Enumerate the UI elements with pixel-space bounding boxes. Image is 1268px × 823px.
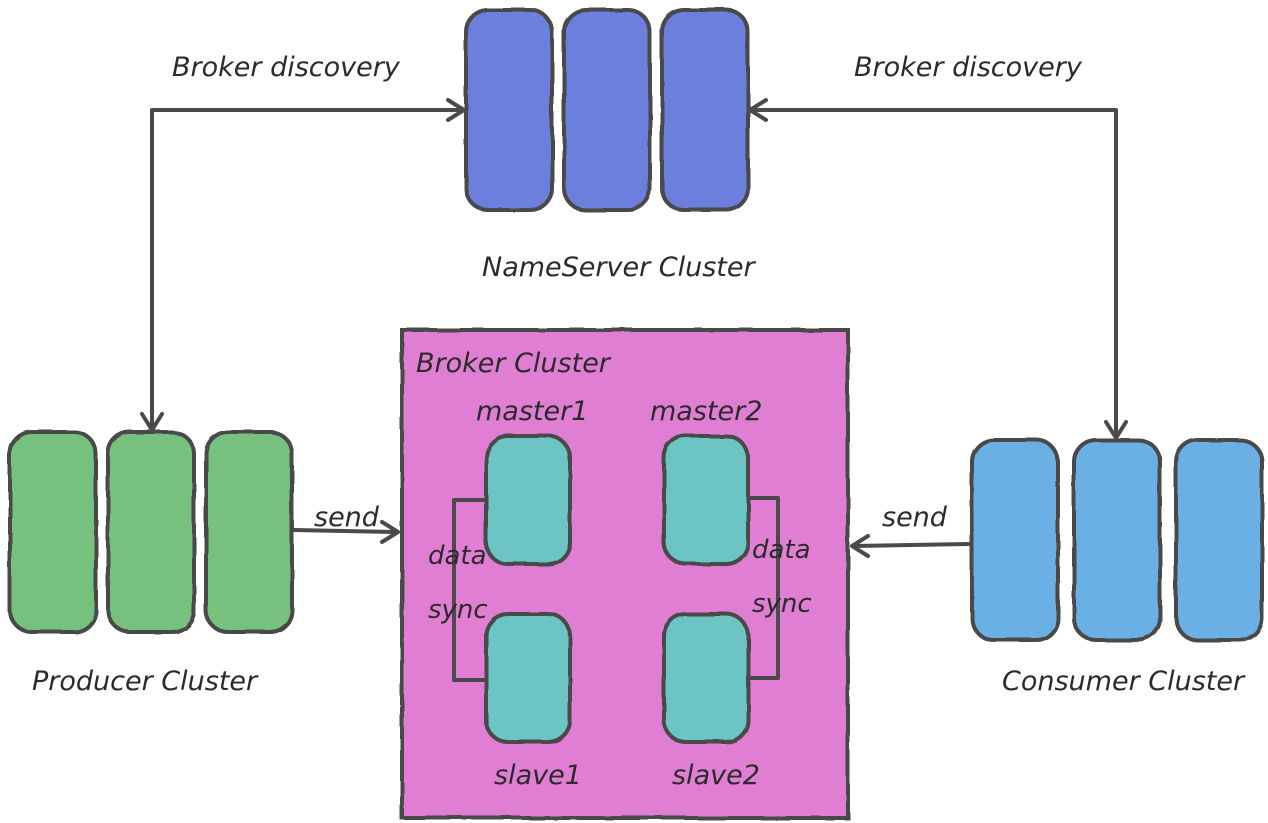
discovery-arrowhead-right-top [748,98,768,122]
broker-cluster-label: Broker Cluster [416,348,612,379]
discovery-edge-left [150,108,464,430]
data-label-left: data [428,541,487,571]
slave1-label: slave1 [494,760,582,791]
send-arrowhead-right [850,534,870,558]
nameserver-cluster [464,8,750,212]
consumer-cluster [970,438,1264,642]
nameserver-node-2 [562,8,652,212]
discovery-arrowhead-left-bottom [140,412,164,432]
discovery-edge-right [750,108,1118,438]
discovery-label-left: Broker discovery [172,52,401,83]
producer-node-2 [106,430,196,634]
broker-nodes [484,434,750,744]
discovery-label-right: Broker discovery [854,52,1083,83]
send-edge-left [292,528,398,534]
send-label-right: send [882,502,948,533]
discovery-arrowhead-right-bottom [1104,420,1128,440]
nameserver-cluster-label: NameServer Cluster [482,252,757,283]
data-label-right: data [752,535,811,565]
discovery-arrowhead-left-top [446,98,466,122]
slave1-node [484,612,572,744]
producer-node-1 [8,430,98,634]
sync-label-right: sync [752,589,812,619]
send-label-left: send [314,502,380,533]
send-arrowhead-left [380,520,400,544]
slave2-node [662,612,750,744]
producer-cluster [8,430,294,634]
nameserver-node-3 [660,8,750,212]
slave2-label: slave2 [672,760,760,791]
broker-cluster-box [400,328,850,820]
sync-line-left [452,498,490,682]
nameserver-node-1 [464,8,554,212]
master1-node [484,434,572,566]
producer-node-3 [204,430,294,634]
consumer-cluster-label: Consumer Cluster [1002,666,1246,697]
consumer-node-3 [1174,438,1264,642]
master2-label: master2 [650,396,762,427]
consumer-node-2 [1072,438,1162,642]
consumer-node-1 [970,438,1060,642]
send-edge-right [852,542,970,548]
producer-cluster-label: Producer Cluster [32,666,259,697]
sync-line-right [744,496,780,680]
master2-node [662,434,750,566]
sync-label-left: sync [428,595,488,625]
master1-label: master1 [476,396,588,427]
